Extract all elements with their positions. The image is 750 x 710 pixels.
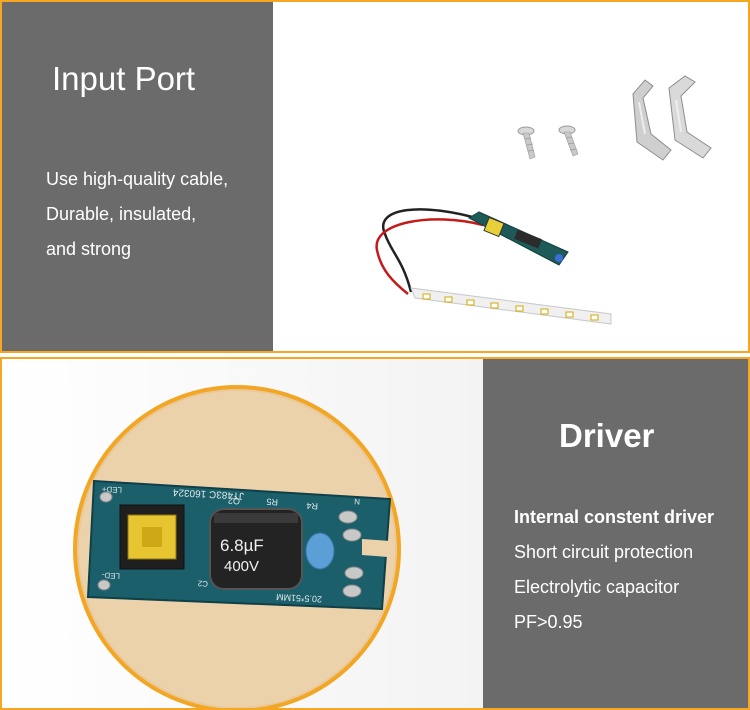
screw-image: [558, 125, 579, 157]
silkscreen-main-label: JT483C 160324: [172, 486, 244, 501]
driver-closeup-illustration: 6.8µF 400V JT483C 160324 20.5*51MM Q2 R5…: [73, 385, 401, 708]
silkscreen-r4-label: R4: [306, 501, 318, 512]
silkscreen-q2-label: Q2: [228, 496, 241, 507]
product-parts-illustration: [375, 75, 712, 325]
driver-feature-line: PF>0.95: [514, 612, 583, 632]
input-port-line: and strong: [46, 239, 132, 259]
driver-panel: 6.8µF 400V JT483C 160324 20.5*51MM Q2 R5…: [0, 357, 750, 710]
mounting-clip-image: [632, 75, 712, 161]
led-strip-image: [410, 287, 612, 325]
input-port-panel: Input Port Use high-quality cable, Durab…: [0, 0, 750, 353]
input-port-description: Use high-quality cable, Durable, insulat…: [46, 162, 228, 267]
driver-feature-line: Electrolytic capacitor: [514, 577, 680, 597]
screw-image: [517, 126, 536, 160]
silkscreen-led-plus-label: LED+: [101, 484, 122, 494]
driver-closeup-image: 6.8µF 400V JT483C 160324 20.5*51MM Q2 R5…: [2, 359, 483, 708]
driver-text-area: Driver Internal constent driver Short ci…: [483, 359, 748, 708]
silkscreen-size-label: 20.5*51MM: [276, 592, 322, 604]
driver-feature-line: Short circuit protection: [514, 542, 694, 562]
product-parts-image: [273, 2, 748, 351]
input-port-title: Input Port: [52, 60, 196, 97]
capacitor-value-label: 6.8µF: [220, 536, 264, 555]
driver-board-image: [467, 211, 569, 266]
driver-description: Internal constent driver Short circuit p…: [514, 500, 714, 640]
silkscreen-r5-label: R5: [266, 497, 278, 508]
driver-title: Driver: [559, 417, 655, 454]
silkscreen-n-label: N: [354, 497, 360, 506]
input-port-text-area: Input Port Use high-quality cable, Durab…: [2, 2, 273, 351]
input-port-line: Use high-quality cable,: [46, 169, 229, 189]
silkscreen-led-minus-label: LED-: [101, 570, 120, 580]
pcb-board-image: 6.8µF 400V JT483C 160324 20.5*51MM Q2 R5…: [86, 479, 392, 611]
input-port-line: Durable, insulated,: [46, 204, 197, 224]
capacitor-voltage-label: 400V: [224, 558, 259, 575]
silkscreen-c2-label: C2: [197, 579, 208, 589]
driver-feature-line: Internal constent driver: [514, 507, 715, 527]
